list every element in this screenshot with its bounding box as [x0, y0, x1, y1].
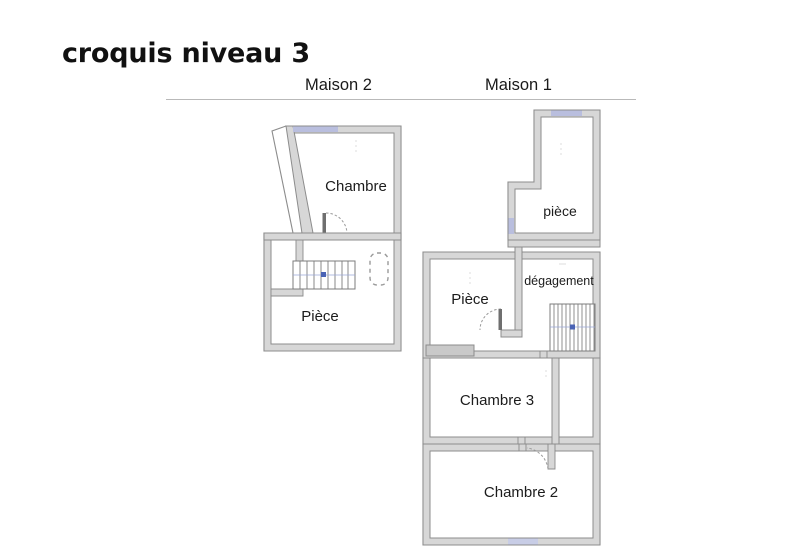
m1-chambre2-wall-band: [422, 443, 601, 546]
header-divider: [166, 99, 636, 100]
house-1-label: Maison 1: [485, 76, 552, 94]
m1-top-window-icon: [551, 110, 582, 116]
m1-piece-haut-wall-band: [507, 109, 601, 241]
m1-piece-door-arc: [479, 308, 502, 331]
m2-door-leaf: [322, 213, 326, 234]
room-label-m2-piece: Pièce: [301, 308, 339, 325]
room-label-m1-degagement: dégagement: [524, 274, 594, 288]
m1-staircase-icon: [549, 303, 596, 352]
m2-chambre-door-icon: [322, 212, 348, 235]
m2-door-arc: [325, 212, 348, 235]
m2-tremie-dashed-icon: [369, 252, 389, 286]
m1-chambre3-jog: [517, 436, 526, 445]
m1-stair-marker: [570, 324, 575, 330]
room-label-m1-piece-haut: pièce: [543, 203, 577, 219]
m1-piece-door-icon: [479, 308, 502, 331]
m1-bottom-window-icon: [508, 538, 538, 545]
room-label-m1-chambre-2: Chambre 2: [484, 484, 558, 501]
m1-fixture-gray-icon: [425, 344, 475, 357]
m1-piece-door-leaf: [498, 309, 502, 330]
m1-chambre2-jamb-right: [547, 443, 556, 470]
house-2-label: Maison 2: [305, 76, 372, 94]
m2-slanted-wall: [285, 125, 314, 241]
m2-staircase-icon: [292, 260, 356, 290]
m1-piece-degagement-wall: [514, 239, 523, 331]
m1-corridor-stub: [539, 350, 548, 359]
house-maison-2: Chambre Pièce: [263, 125, 402, 352]
m1-corridor-wall: [551, 357, 560, 445]
m1-middle-walls: [422, 239, 601, 359]
m1-chambre2-jamb-left: [518, 443, 527, 452]
m1-chambre2-door-arc: [526, 447, 549, 470]
m1-piece-haut-outline: [507, 109, 601, 241]
m2-piece-walls: [263, 232, 402, 352]
m1-piece-door-jamb: [500, 329, 523, 338]
room-label-m1-piece: Pièce: [451, 291, 489, 308]
m1-chambre2-walls: [422, 443, 601, 546]
m2-stair-marker: [321, 272, 326, 277]
m1-left-window-icon: [508, 218, 514, 234]
m1-piece-haut-walls: [507, 109, 601, 241]
m1-degagement-top-wall: [507, 239, 601, 248]
page-title: croquis niveau 3: [62, 38, 310, 69]
m2-stair-lower-wall: [270, 288, 304, 297]
m2-chambre-top-window-icon: [293, 126, 338, 132]
m2-divider-wall: [263, 232, 402, 241]
room-label-m1-chambre-3: Chambre 3: [460, 392, 534, 409]
room-label-m2-chambre: Chambre: [325, 178, 387, 195]
house-maison-1: pièce Pièce dégagement Chambre 3 Chambre…: [422, 109, 601, 546]
